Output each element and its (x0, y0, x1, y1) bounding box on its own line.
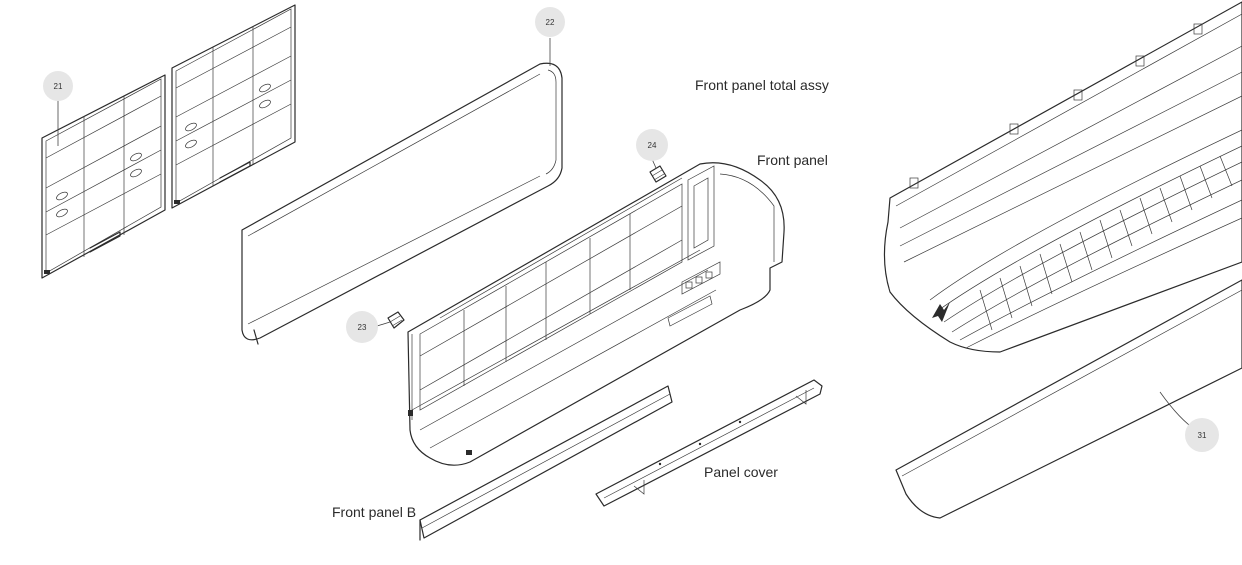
label-front-panel-total-assy: Front panel total assy (695, 77, 829, 93)
assembled-front-panel (883, 1, 1242, 353)
callout-21: 21 (43, 71, 73, 101)
callout-22: 22 (535, 7, 565, 37)
front-panel-b (419, 385, 673, 541)
air-filter-right (171, 4, 296, 209)
label-panel-cover: Panel cover (704, 464, 778, 480)
callout-31: 31 (1185, 418, 1219, 452)
panel-cover (595, 379, 823, 507)
front-panel-board (241, 62, 563, 345)
clip-23 (376, 311, 405, 329)
air-filter-left (41, 74, 166, 279)
callout-23: 23 (346, 311, 378, 343)
label-front-panel-b: Front panel B (332, 504, 417, 520)
clip-24 (649, 158, 667, 183)
lower-cover (895, 279, 1242, 519)
front-panel-frame (407, 162, 785, 466)
label-front-panel: Front panel (757, 152, 828, 168)
callout-24: 24 (636, 129, 668, 161)
